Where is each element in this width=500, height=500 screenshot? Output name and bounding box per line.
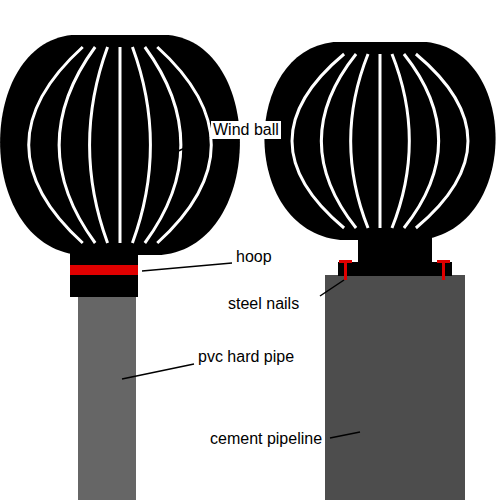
- pvc-pipe: [78, 295, 136, 500]
- cement-pipe: [325, 275, 465, 500]
- steel-nail: [437, 260, 450, 280]
- wind-ball: [264, 42, 495, 240]
- steel-nail: [339, 260, 352, 280]
- wind-ball: [0, 35, 240, 255]
- part-label: cement pipeline: [208, 430, 324, 448]
- hoop-band: [70, 265, 138, 275]
- part-label: hoop: [234, 248, 274, 266]
- ball-neck: [70, 248, 138, 297]
- ball-base: [338, 262, 452, 276]
- leader-lines: [122, 137, 360, 438]
- part-label: Wind ball: [211, 121, 281, 139]
- part-label: steel nails: [226, 295, 301, 313]
- part-label: pvc hard pipe: [196, 348, 296, 366]
